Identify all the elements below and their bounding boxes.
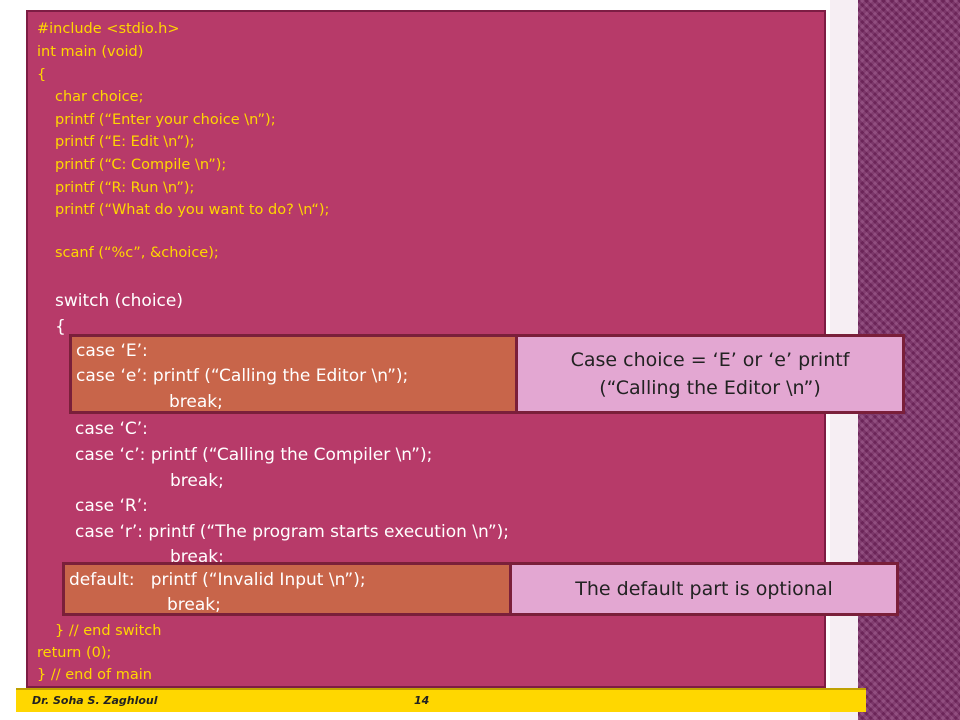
- code-line-decl: char choice;: [55, 89, 144, 105]
- footer-page-number: 14: [414, 694, 430, 707]
- code-line-brace-open: {: [37, 67, 47, 83]
- code-line-break-4: break;: [167, 595, 221, 615]
- code-line-printf-5: printf (“What do you want to do? \n“);: [55, 202, 330, 218]
- code-line-case-E: case ‘E’:: [76, 341, 148, 361]
- footer-author: Dr. Soha S. Zaghloul: [32, 694, 158, 707]
- code-line-return: return (0);: [37, 645, 112, 661]
- code-line-printf-4: printf (“R: Run \n”);: [55, 180, 195, 196]
- code-line-end-main: } // end of main: [37, 667, 152, 683]
- code-line-main: int main (void): [37, 44, 144, 60]
- case-note-callout: Case choice = ‘E’ or ‘e’ printf (“Callin…: [515, 334, 905, 414]
- code-line-case-c: case ‘c’: printf (“Calling the Compiler …: [75, 445, 433, 465]
- code-line-case-R: case ‘R’:: [75, 496, 148, 516]
- code-line-include: #include <stdio.h>: [37, 21, 180, 37]
- case-e-highlight: case ‘E’: case ‘e’: printf (“Calling the…: [69, 334, 519, 414]
- code-line-switch-brace: {: [55, 317, 66, 337]
- code-line-printf-3: printf (“C: Compile \n”);: [55, 157, 227, 173]
- default-note-text: The default part is optional: [575, 578, 833, 600]
- code-line-end-switch: } // end switch: [55, 623, 162, 639]
- code-line-case-e: case ‘e’: printf (“Calling the Editor \n…: [76, 366, 409, 386]
- code-line-switch: switch (choice): [55, 291, 183, 311]
- code-line-printf-1: printf (“Enter your choice \n”);: [55, 112, 276, 128]
- code-line-break-1: break;: [169, 392, 223, 412]
- default-note-callout: The default part is optional: [509, 562, 899, 616]
- default-highlight: default: printf (“Invalid Input \n”); br…: [62, 562, 514, 616]
- code-line-case-C: case ‘C’:: [75, 419, 148, 439]
- case-note-line-2: (“Calling the Editor \n”): [599, 377, 821, 399]
- footer-bar: Dr. Soha S. Zaghloul 14: [16, 688, 866, 712]
- code-line-printf-2: printf (“E: Edit \n”);: [55, 134, 195, 150]
- code-line-break-2: break;: [170, 471, 224, 491]
- code-line-default: default: printf (“Invalid Input \n”);: [69, 570, 366, 590]
- code-line-scanf: scanf (“%c”, &choice);: [55, 245, 219, 261]
- code-line-case-r: case ‘r’: printf (“The program starts ex…: [75, 522, 510, 542]
- case-note-line-1: Case choice = ‘E’ or ‘e’ printf: [570, 349, 850, 371]
